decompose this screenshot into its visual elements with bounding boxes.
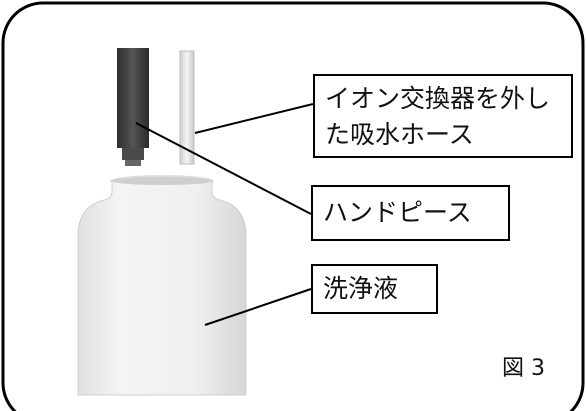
handpiece-illustration xyxy=(117,48,149,166)
label-intake-hose: イオン交換器を外し た吸水ホース xyxy=(313,74,573,158)
leader-line-handpiece xyxy=(135,122,312,215)
label-intake-hose-line2: た吸水ホース xyxy=(325,120,474,149)
leader-line-liquid xyxy=(204,288,312,326)
label-cleaning-liquid: 洗浄液 xyxy=(311,264,438,314)
bottle-illustration xyxy=(77,175,247,396)
label-intake-hose-line1: イオン交換器を外し xyxy=(325,84,551,113)
leader-line-hose xyxy=(194,103,314,134)
hose-illustration xyxy=(179,50,195,165)
label-handpiece: ハンドピース xyxy=(311,185,510,241)
figure-number: 図 3 xyxy=(502,356,545,381)
